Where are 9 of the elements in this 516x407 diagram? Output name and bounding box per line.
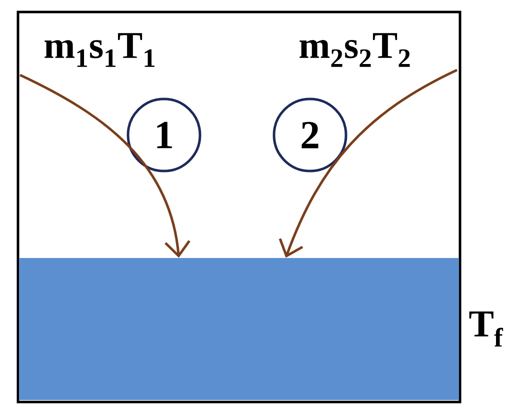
container-box [16,10,462,404]
arrow [19,74,190,258]
liquid-layer [19,258,459,400]
arrow [278,68,458,258]
circled-number: 2 [272,98,348,172]
circled-number: 1 [126,98,202,172]
beside-label: T$_{f}$ [469,312,504,346]
label: m$_{2}$s$_{2}$T$_{2}$ [300,33,410,67]
label: m$_{1}$s$_{1}$T$_{1}$ [44,33,155,67]
